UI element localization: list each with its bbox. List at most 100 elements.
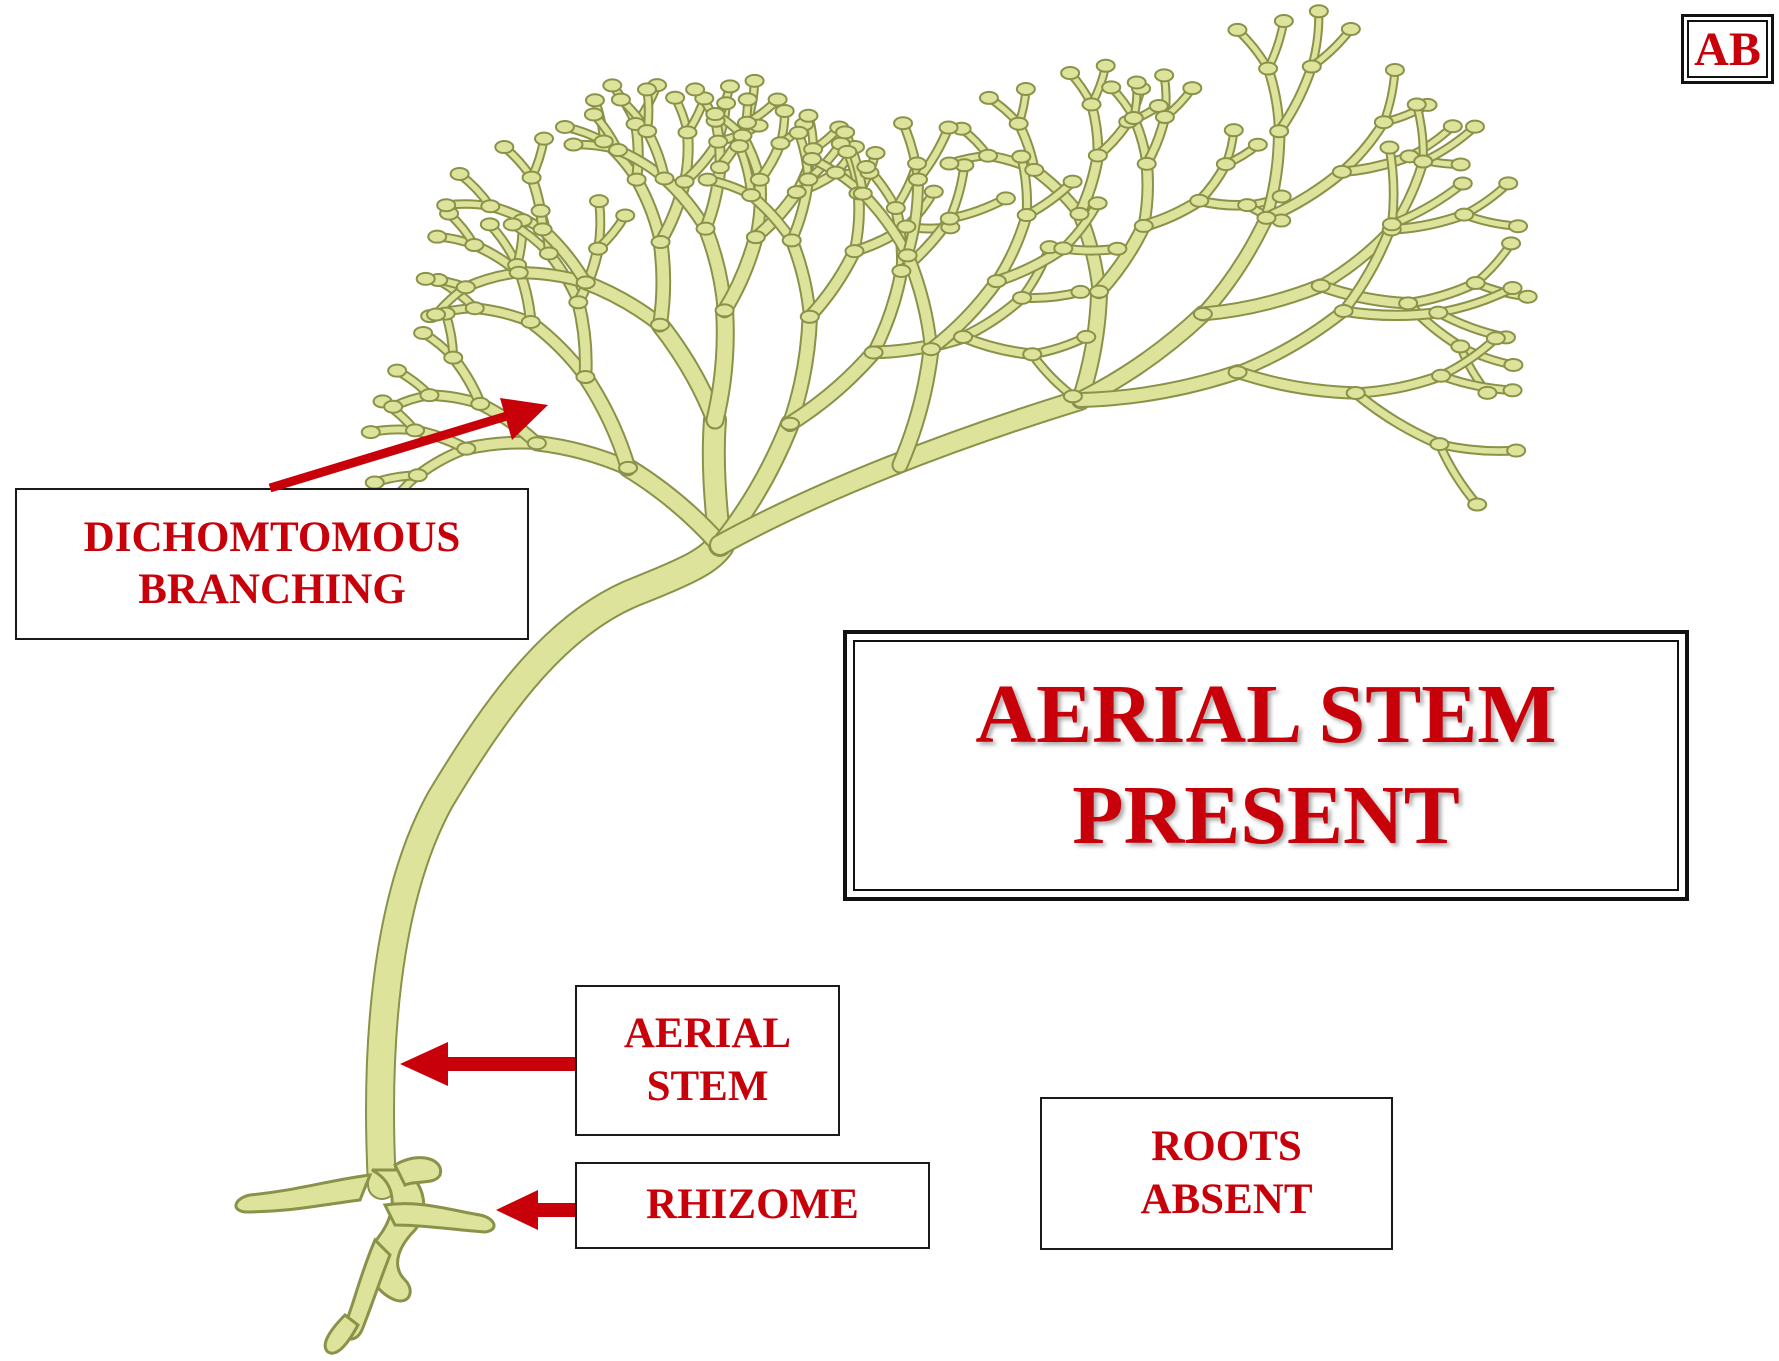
branch-node xyxy=(388,365,406,377)
branch-node xyxy=(1061,67,1079,79)
branch-node xyxy=(899,249,917,261)
branch-node xyxy=(1507,445,1525,457)
branch-node xyxy=(1468,499,1486,511)
branch-node xyxy=(495,141,513,153)
branch-node xyxy=(471,398,489,410)
branch-node xyxy=(1025,164,1043,176)
branch-node xyxy=(1090,286,1108,298)
title-line-1: AERIAL STEM xyxy=(975,665,1556,766)
branch-node xyxy=(1454,177,1472,189)
ab-badge-inner: AB xyxy=(1687,20,1768,78)
branch-node xyxy=(979,150,997,162)
branch-node xyxy=(564,139,582,151)
branch-node xyxy=(1342,23,1360,35)
branch-node xyxy=(940,122,958,134)
branch-node xyxy=(1444,120,1462,132)
branch-node xyxy=(1135,220,1153,232)
branch-node xyxy=(1275,15,1293,27)
roots-line-1: ROOTS xyxy=(1151,1121,1302,1173)
branch-node xyxy=(1312,280,1330,292)
branch-node xyxy=(609,144,627,156)
branch-node xyxy=(706,108,724,120)
branch-node xyxy=(1303,61,1321,73)
branch-node xyxy=(534,223,552,235)
dichotomous-line-2: BRANCHING xyxy=(138,564,406,616)
branch-node xyxy=(769,93,787,105)
branch-node xyxy=(414,327,432,339)
branch-node xyxy=(699,174,717,186)
branch-node xyxy=(803,153,821,165)
branch-node xyxy=(771,137,789,149)
branch-node xyxy=(481,218,499,230)
branch-node xyxy=(1054,242,1072,254)
branch-node xyxy=(709,136,727,148)
branch-node xyxy=(711,161,729,173)
branch-node xyxy=(738,117,756,129)
branch-fill xyxy=(1238,311,1344,372)
branch-node xyxy=(781,418,799,430)
branch-fill xyxy=(660,325,715,420)
branch-node xyxy=(437,199,455,211)
branch-node xyxy=(1089,197,1107,209)
branch-node xyxy=(1414,155,1432,167)
branch-node xyxy=(941,213,959,225)
branch-node xyxy=(721,80,739,92)
branch-node xyxy=(980,92,998,104)
branch-node xyxy=(1097,60,1115,72)
branch-node xyxy=(1083,98,1101,110)
branch-node xyxy=(678,126,696,138)
branch-node xyxy=(652,236,670,248)
branch-node xyxy=(466,302,484,314)
branch-node xyxy=(897,221,915,233)
branch-node xyxy=(655,172,673,184)
branch-node xyxy=(739,93,757,105)
branch-node xyxy=(1108,243,1126,255)
branch-node xyxy=(638,125,656,137)
branch-node xyxy=(522,316,540,328)
branch-node xyxy=(619,462,637,474)
branch-node xyxy=(747,231,765,243)
branch-node xyxy=(576,371,594,383)
branch-node xyxy=(1156,111,1174,123)
branch-node xyxy=(954,331,972,343)
branch-node xyxy=(528,437,546,449)
branch-fill xyxy=(810,251,855,317)
branch-node xyxy=(1478,387,1496,399)
branch-fill xyxy=(706,229,725,311)
dichotomous-branches xyxy=(371,11,1528,1185)
branch-fill xyxy=(1279,67,1312,132)
branch-node xyxy=(1487,332,1505,344)
branch-node xyxy=(1333,166,1351,178)
roots-absent-label: ROOTS ABSENT xyxy=(1040,1097,1393,1250)
branch-node xyxy=(1023,348,1041,360)
branch-node xyxy=(1228,24,1246,36)
roots-line-2: ABSENT xyxy=(1140,1174,1312,1226)
branch-node xyxy=(1238,199,1256,211)
branch-node xyxy=(746,75,764,87)
branch-node xyxy=(1383,218,1401,230)
branch-node xyxy=(1310,5,1328,17)
branch-fill xyxy=(792,240,810,316)
branch-node xyxy=(1451,340,1469,352)
branch-node xyxy=(1183,82,1201,94)
branch-fill xyxy=(1144,164,1148,226)
branch-node xyxy=(1452,158,1470,170)
branch-node xyxy=(1012,151,1030,163)
branch-node xyxy=(799,173,817,185)
branch-node xyxy=(1070,208,1088,220)
branch-node xyxy=(457,281,475,293)
branch-node xyxy=(751,174,769,186)
branch-node xyxy=(1138,158,1156,170)
branch-fill xyxy=(660,242,663,325)
title-inner-frame: AERIAL STEM PRESENT xyxy=(853,640,1679,891)
branch-node xyxy=(776,105,794,117)
branch-node xyxy=(686,83,704,95)
branch-node xyxy=(1155,69,1173,81)
branch-node xyxy=(730,140,748,152)
branch-node xyxy=(428,231,446,243)
branch-node xyxy=(651,319,669,331)
branch-node xyxy=(827,167,845,179)
branch-node xyxy=(1408,99,1426,111)
branch-fill xyxy=(1032,354,1073,396)
branch-node xyxy=(556,121,574,133)
